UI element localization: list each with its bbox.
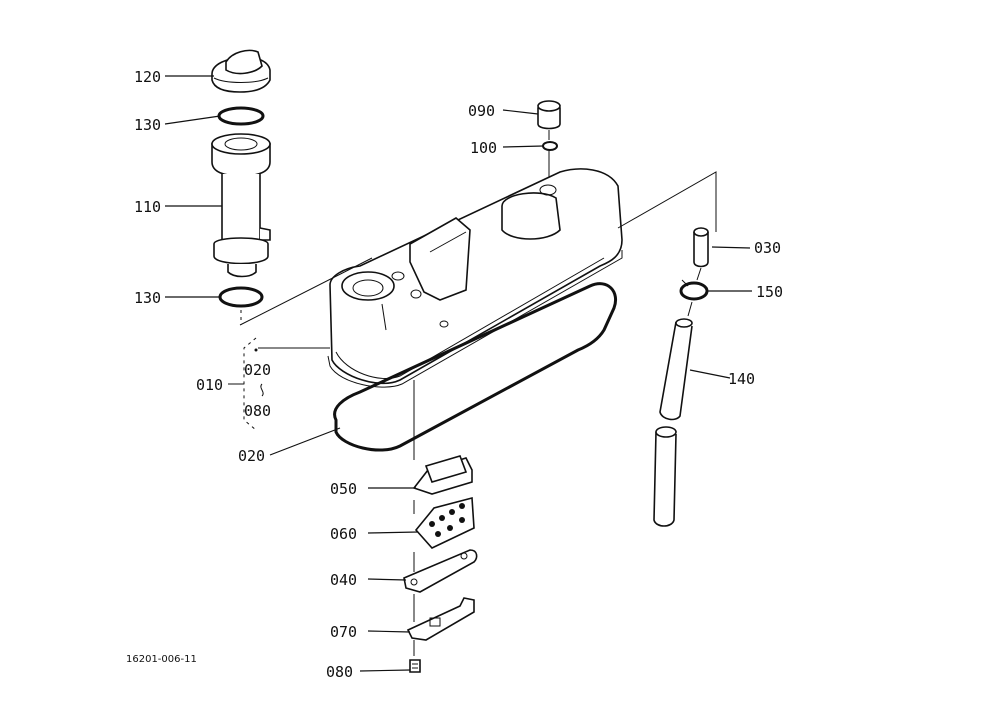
callout-100: 100 xyxy=(470,139,497,157)
breather-bracket[interactable] xyxy=(406,597,475,641)
callout-050: 050 xyxy=(330,480,357,498)
callout-130-bottom: 130 xyxy=(134,289,161,307)
callout-140: 140 xyxy=(728,370,755,388)
callout-080-range-end: 080 xyxy=(244,402,271,420)
drawing-code: 16201-006-11 xyxy=(126,654,197,665)
callout-120: 120 xyxy=(134,68,161,86)
callout-110: 110 xyxy=(134,198,161,216)
callout-060: 060 xyxy=(330,525,357,543)
bolt[interactable] xyxy=(409,659,421,673)
callout-040: 040 xyxy=(330,571,357,589)
sealing-washer[interactable] xyxy=(542,141,558,151)
breather-pipe-fitting[interactable] xyxy=(693,227,709,268)
callout-010: 010 xyxy=(196,376,223,394)
oil-filler-neck[interactable] xyxy=(211,133,271,278)
callout-090: 090 xyxy=(468,102,495,120)
callout-070: 070 xyxy=(330,623,357,641)
callout-080-bolt: 080 xyxy=(326,663,353,681)
hose-clamp[interactable] xyxy=(679,279,709,301)
cap-nut[interactable] xyxy=(537,100,561,130)
o-ring-top[interactable] xyxy=(217,106,265,126)
breather-hose[interactable] xyxy=(653,318,693,527)
callout-130-top: 130 xyxy=(134,116,161,134)
o-ring-bottom[interactable] xyxy=(218,286,264,308)
callout-150: 150 xyxy=(756,283,783,301)
head-cover-gasket[interactable] xyxy=(333,282,617,452)
breather-element[interactable] xyxy=(414,496,475,549)
callout-020-range-start: 020 xyxy=(244,361,271,379)
head-cover[interactable] xyxy=(327,168,623,388)
oil-filler-cap[interactable] xyxy=(211,49,271,93)
breather-plate[interactable] xyxy=(403,549,478,593)
callout-030: 030 xyxy=(754,239,781,257)
assembly-bracket xyxy=(228,337,330,431)
callout-020-gasket: 020 xyxy=(238,447,265,465)
breather-cover[interactable] xyxy=(412,455,473,495)
